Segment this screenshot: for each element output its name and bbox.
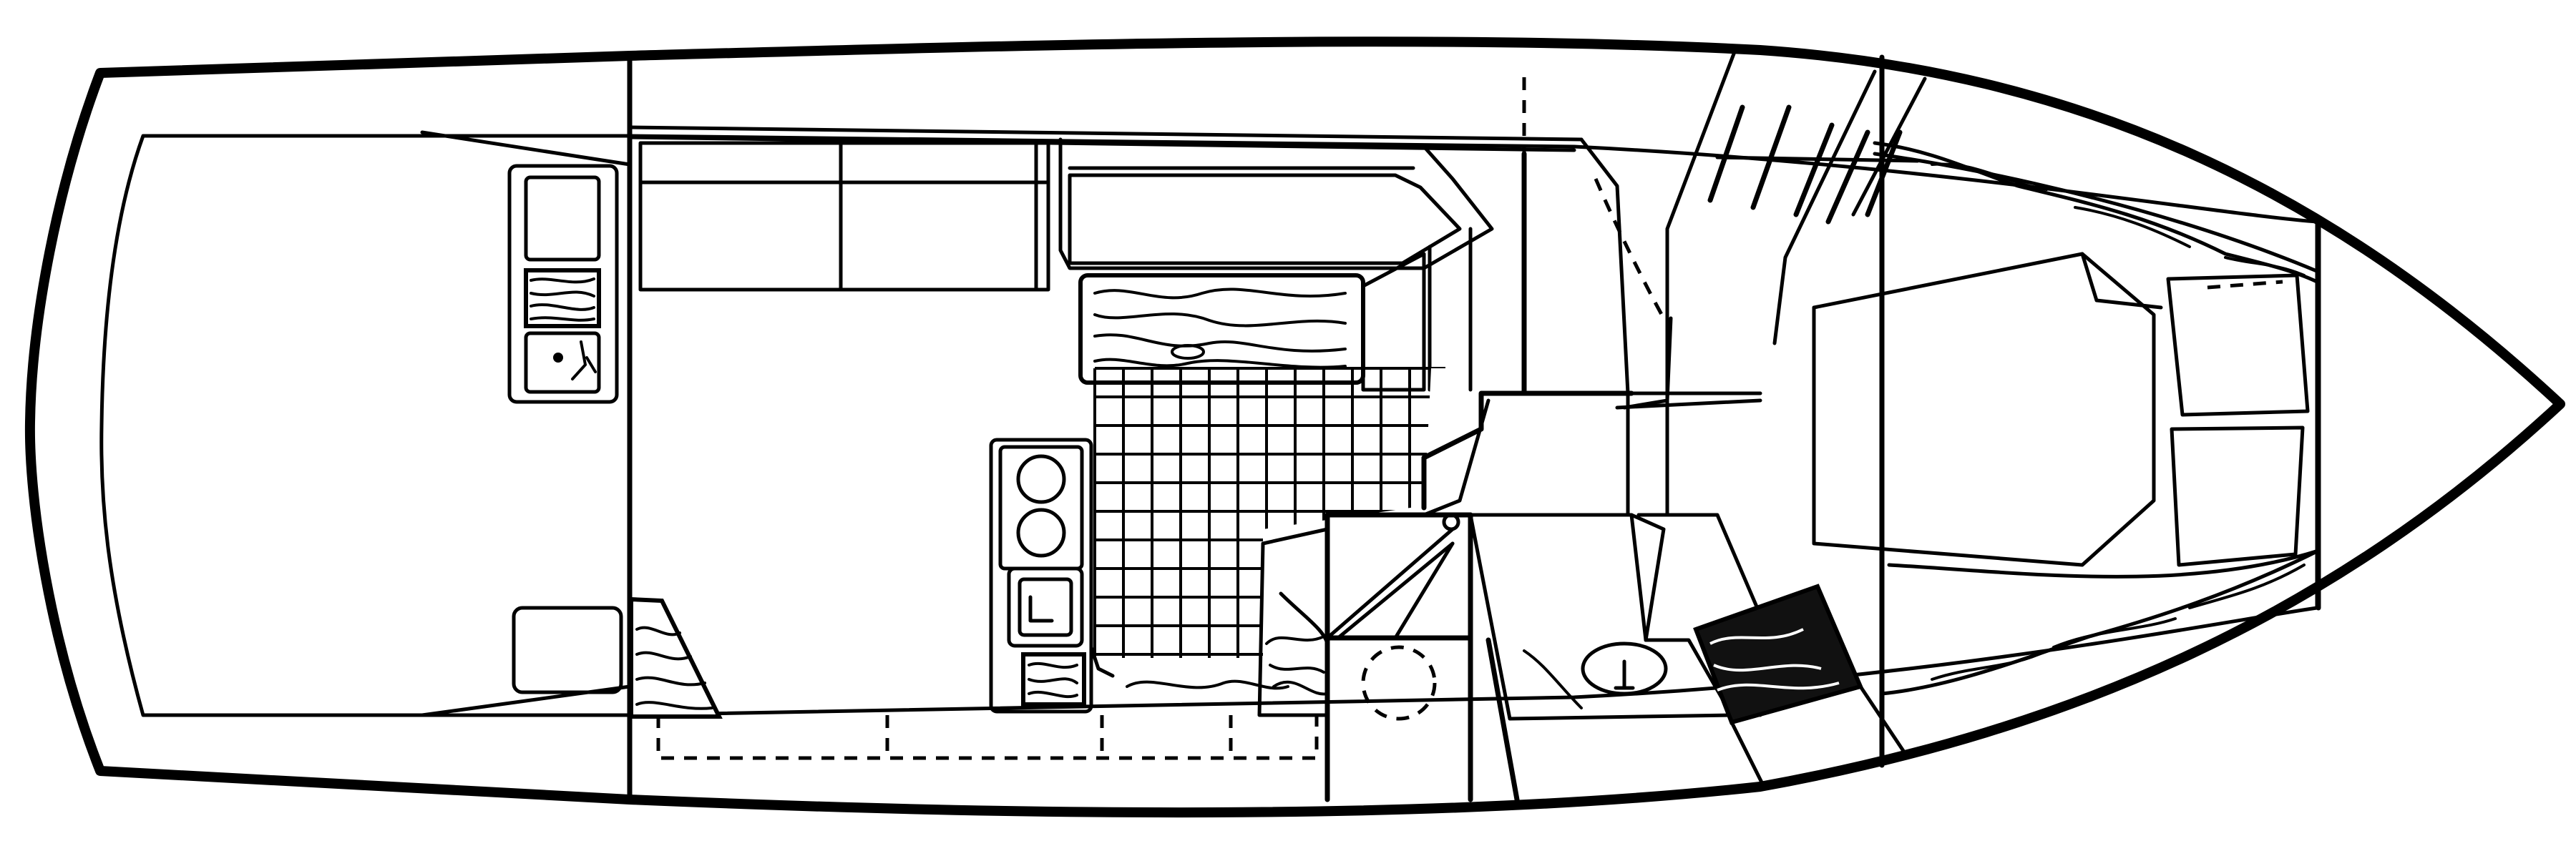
salon-side-top-inner [628, 135, 1576, 152]
salon-settee [638, 141, 1050, 292]
companionway-steps [1579, 48, 1927, 789]
cockpit [420, 54, 633, 802]
head-toilet-icon [1361, 645, 1437, 721]
head-compartment [1126, 77, 1734, 802]
anchor-locker [1693, 584, 1864, 725]
helm-wheel-icon [553, 353, 563, 363]
galley-locker [1361, 252, 1426, 392]
sink-faucet-icon [1614, 659, 1635, 690]
salon-side-top [628, 125, 1584, 142]
head-bulkhead [1421, 151, 1527, 511]
shower-drain-icon [1442, 513, 1460, 531]
galley-sink [1007, 566, 1084, 648]
stove-burner-icon [1016, 508, 1066, 558]
galley-counter [989, 438, 1093, 714]
v-berth [1812, 252, 2310, 567]
faucet-icon [1028, 595, 1054, 623]
helm-controls [524, 331, 601, 394]
galley [989, 137, 1494, 714]
stove-burner-icon [1016, 454, 1066, 504]
helm-panel [524, 175, 601, 262]
salon-dinette [1058, 137, 1494, 270]
salon [628, 125, 1584, 760]
galley-stove [998, 445, 1084, 571]
cockpit-helm-console [507, 164, 619, 404]
hull-outline [24, 36, 2565, 818]
cockpit-side-top [420, 130, 632, 167]
forward-stateroom [1812, 141, 2321, 696]
cockpit-seat [512, 606, 623, 694]
foredeck-hatch [1707, 77, 1927, 225]
salon-sole-dashed [656, 715, 1319, 760]
